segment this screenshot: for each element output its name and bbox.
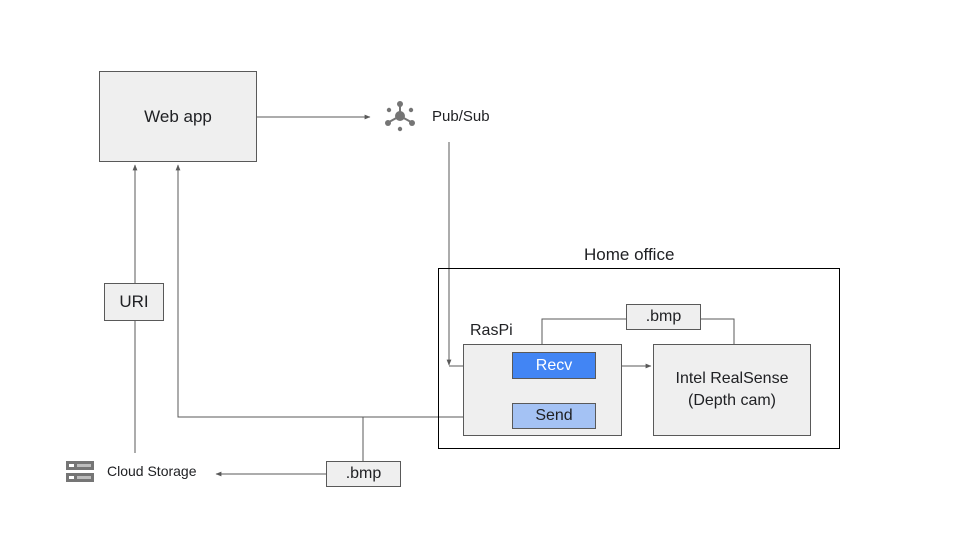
realsense-label-line1: Intel RealSense <box>675 370 789 387</box>
bmp-top-box: .bmp <box>626 304 701 330</box>
pubsub-label: Pub/Sub <box>432 108 490 125</box>
home-office-label: Home office <box>584 245 675 264</box>
send-box: Send <box>512 403 596 429</box>
cloud-storage-icon <box>66 461 94 482</box>
cloud-storage-label: Cloud Storage <box>107 463 197 479</box>
realsense-box: Intel RealSense (Depth cam) <box>653 344 811 436</box>
bmp-bottom-box: .bmp <box>326 461 401 487</box>
recv-label: Recv <box>535 356 573 374</box>
uri-label: URI <box>119 292 149 311</box>
realsense-label-line2: (Depth cam) <box>687 392 777 409</box>
recv-box: Recv <box>512 352 596 379</box>
web-app-label: Web app <box>144 106 212 126</box>
web-app-box: Web app <box>99 71 257 162</box>
uri-box: URI <box>104 283 164 321</box>
raspi-label: RasPi <box>470 322 513 339</box>
send-label: Send <box>535 407 573 424</box>
bmp-top-label: .bmp <box>645 308 682 325</box>
pubsub-icon <box>385 101 415 132</box>
home-office-container <box>438 268 840 449</box>
bmp-bottom-label: .bmp <box>345 465 382 482</box>
arrow-send-to-webapp <box>175 164 512 418</box>
